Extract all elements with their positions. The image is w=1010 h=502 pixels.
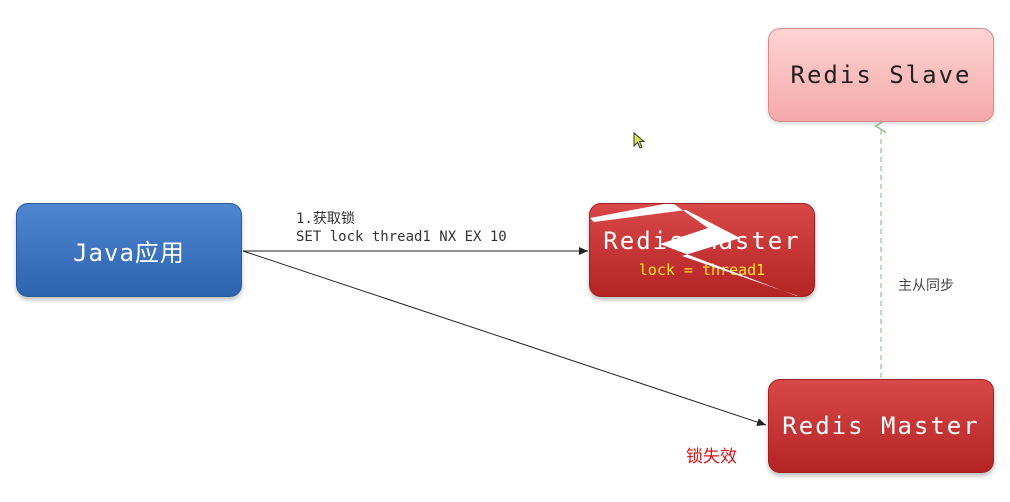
lock-value-label: lock = thread1 [638, 261, 766, 279]
redis-master-crashed-node: Redis Master lock = thread1 [589, 203, 815, 297]
lock-fail-label: 锁失效 [686, 447, 737, 467]
redis-master-promoted-label: Redis Master [782, 412, 980, 440]
redis-master-promoted-node: Redis Master [768, 379, 994, 473]
acquire-command-label: SET lock thread1 NX EX 10 [296, 229, 507, 245]
redis-slave-label: Redis Slave [790, 61, 972, 89]
java-app-label: Java应用 [73, 238, 185, 267]
redis-slave-node: Redis Slave [768, 28, 994, 122]
acquire-step-label: 1.获取锁 [296, 211, 355, 227]
java-app-node: Java应用 [16, 203, 242, 297]
failover-arrow [242, 250, 767, 426]
mouse-cursor-icon [633, 132, 646, 149]
sync-label: 主从同步 [898, 278, 954, 294]
lightning-bolt-icon [590, 204, 799, 296]
